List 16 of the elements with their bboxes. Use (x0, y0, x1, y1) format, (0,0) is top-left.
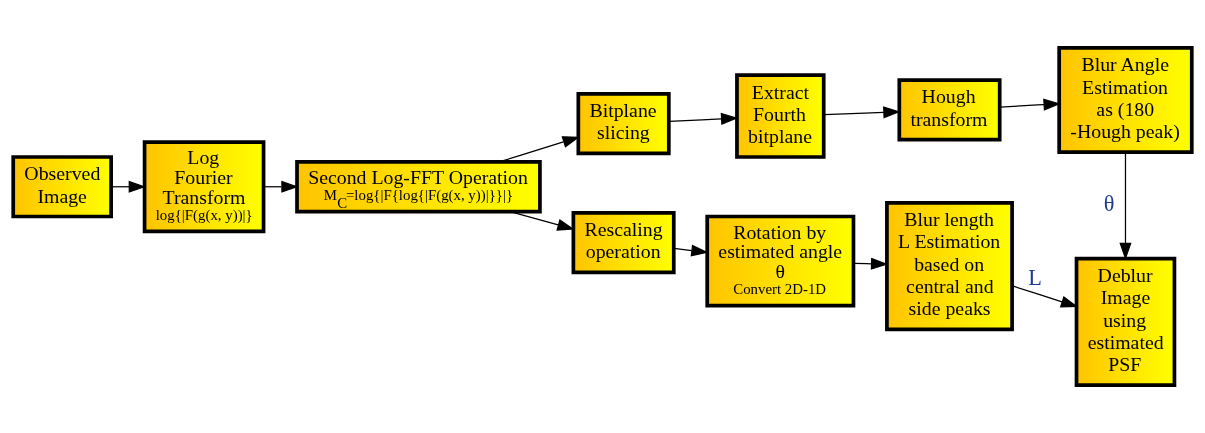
arrow (668, 112, 739, 125)
arrow (823, 106, 901, 119)
node-box: Blur Angle Estimation as (180 -Hough peak) (1057, 46, 1194, 154)
node-box: Bitplane slicing (576, 91, 671, 156)
node-box: Observed Image (11, 155, 113, 219)
arrow (673, 244, 709, 257)
node-box: Log Fourier Transform log{|F(g(x, y))|} (142, 140, 266, 234)
node-box: Extract Fourth bitplane (735, 73, 826, 159)
node-box: Rotation by estimated angle θ Convert 2D-1D (705, 214, 856, 308)
node-box: Deblur Image using estimated PSF (1074, 256, 1177, 387)
node-box: Hough transform (897, 78, 1002, 142)
edge-label: L (1028, 265, 1042, 291)
node-box: Blur length L Estimation based on central and side peaks (885, 201, 1014, 332)
node-box: Rescaling operation (571, 210, 676, 275)
edge-label: θ (1103, 190, 1115, 216)
arrow (999, 98, 1061, 111)
